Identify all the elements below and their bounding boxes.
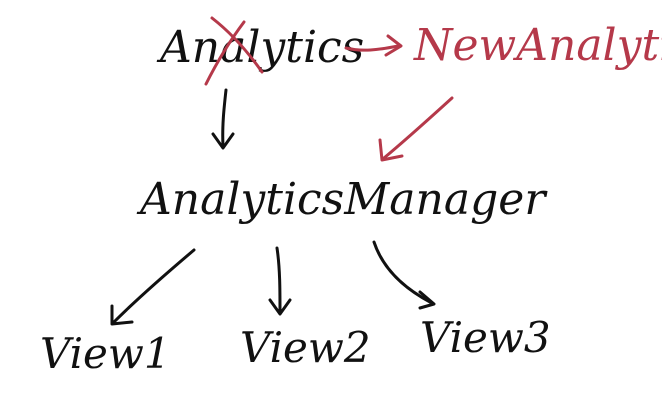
arrow-new-analytics-to-manager-head — [378, 138, 404, 162]
arrow-manager-to-view3-head — [418, 290, 436, 310]
node-analytics-manager: AnalyticsManager — [136, 174, 548, 225]
arrow-analytics-to-manager — [221, 88, 228, 148]
replace-arrow-head — [384, 34, 403, 57]
arrow-analytics-to-manager-head — [211, 132, 235, 150]
node-view3: View3 — [420, 313, 551, 362]
arrow-new-analytics-to-manager — [382, 96, 454, 160]
node-view1: View1 — [40, 329, 171, 378]
node-analytics: Analytics — [156, 22, 364, 73]
replace-arrow — [344, 44, 400, 52]
arrow-manager-to-view1 — [112, 248, 196, 324]
cross-out-mark — [210, 16, 264, 74]
arrow-manager-to-view2 — [275, 246, 282, 314]
arrow-manager-to-view2-head — [268, 298, 292, 316]
arrow-manager-to-view3 — [372, 240, 432, 304]
arrow-manager-to-view1-head — [110, 304, 134, 326]
node-new-analytics: NewAnalytics — [413, 20, 662, 71]
cross-out-mark-stroke-2 — [204, 20, 246, 86]
node-view2: View2 — [240, 323, 371, 372]
